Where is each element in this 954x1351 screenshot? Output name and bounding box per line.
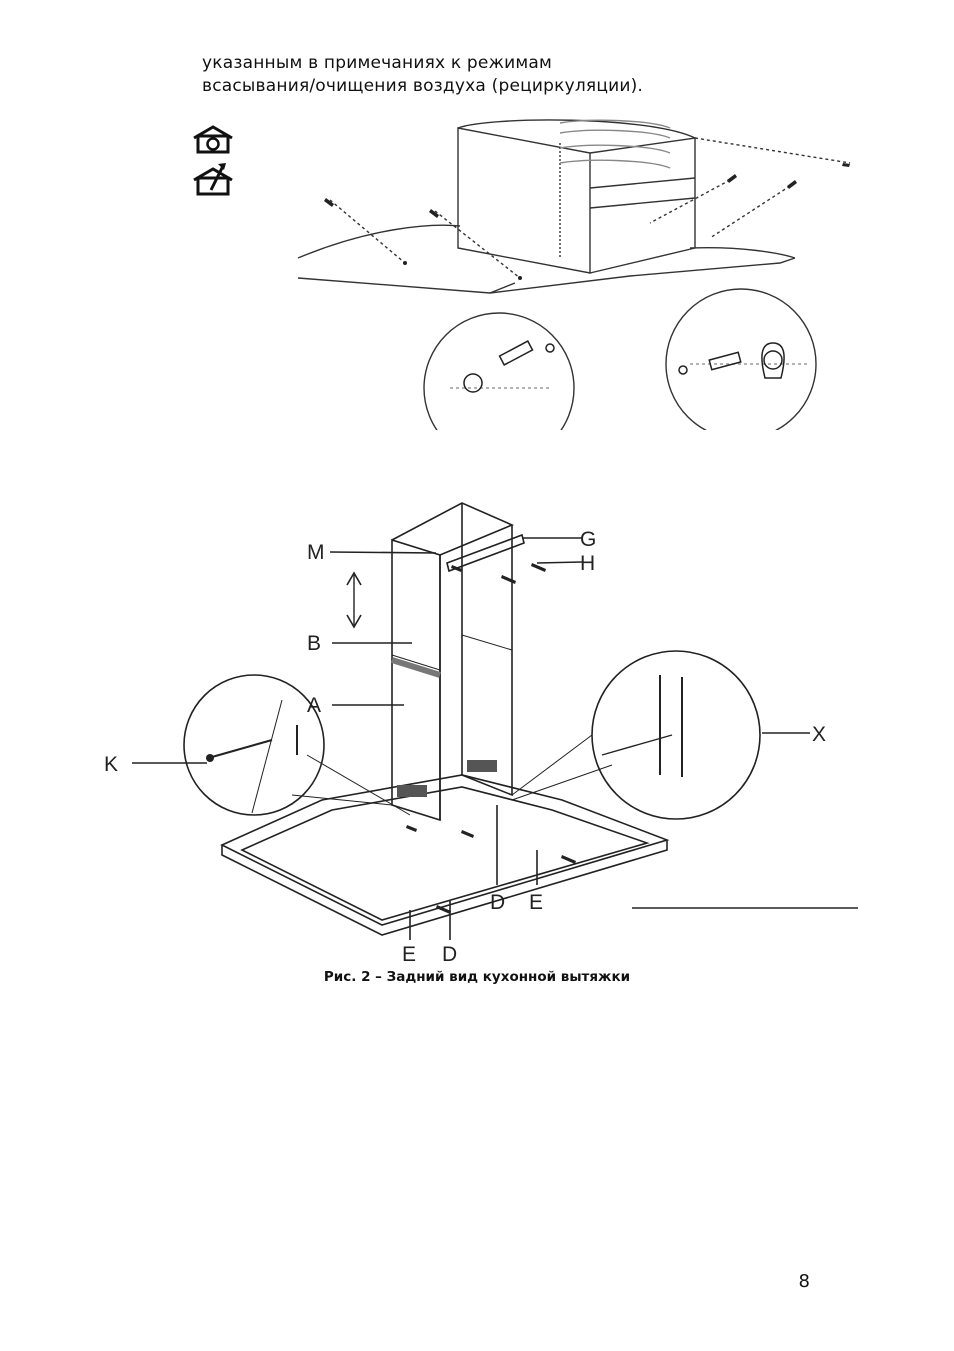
house-recirculation-icon [193, 163, 233, 196]
intro-text: указанным в примечаниях к режимам всасыв… [202, 52, 822, 98]
label-e-bottom: E [402, 943, 416, 965]
label-g: G [580, 528, 596, 551]
intro-line-1: указанным в примечаниях к режимам [202, 53, 553, 73]
label-d-right: D [490, 891, 505, 914]
house-extraction-icon [193, 125, 233, 154]
label-h: H [580, 552, 595, 575]
page-number: 8 [798, 1271, 810, 1292]
hood-top-illustration [297, 119, 851, 430]
hood-rear-view-illustration: M G H B A K X D E E D [104, 502, 858, 965]
label-m: M [307, 541, 325, 564]
label-a: A [307, 694, 321, 717]
label-x: X [812, 723, 826, 746]
label-e-right: E [529, 891, 543, 914]
figure-caption: Рис. 2 – Задний вид кухонной вытяжки [323, 969, 631, 985]
label-b: B [307, 632, 321, 655]
label-k: K [104, 753, 118, 776]
intro-line-2: всасывания/очищения воздуха (рециркуляци… [202, 76, 644, 96]
mode-icons [190, 124, 244, 196]
label-d-bottom: D [442, 943, 457, 965]
